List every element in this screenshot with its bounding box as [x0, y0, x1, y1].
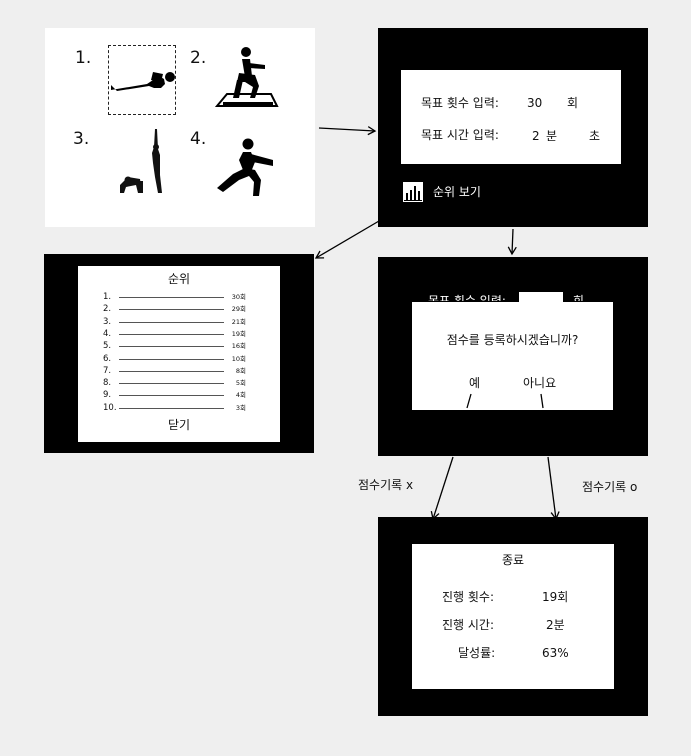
ranking-button-label: 순위 보기: [433, 185, 481, 199]
ranking-title: 순위: [167, 272, 191, 286]
bar-chart-icon: [403, 182, 423, 202]
record-label: 점수기록 o: [582, 480, 638, 494]
ranking-row: 7. 8회: [103, 365, 246, 377]
rank-score: 8회: [235, 366, 246, 375]
exercise-number-2: 2.: [190, 48, 207, 68]
rank-number: 6.: [103, 353, 112, 364]
ranking-screen: 순위 1. 30회 2. 29회 3. 21회 4. 19회: [44, 254, 314, 453]
ranking-row: 9. 4회: [103, 389, 246, 401]
result-time-label: 진행 시간:: [442, 618, 495, 632]
arrow-yes-connector: [466, 393, 472, 409]
rank-score: 4회: [235, 391, 246, 400]
goal-input-screen: 목표 횟수 입력: 30 회 목표 시간 입력: 2 분 초 순위 보기: [378, 28, 648, 227]
result-screen: 종료 진행 횟수: 19회 진행 시간: 2분 달성률: 63%: [378, 517, 648, 716]
result-title: 종료: [501, 553, 525, 567]
goal-input-card: 목표 횟수 입력: 30 회 목표 시간 입력: 2 분 초: [401, 70, 621, 164]
ranking-close-button[interactable]: 닫기: [167, 418, 191, 432]
rank-score: 29회: [231, 305, 246, 314]
ranking-row: 6. 10회: [103, 353, 246, 365]
result-time-value: 2분: [546, 618, 565, 632]
rank-line: [119, 333, 224, 335]
rank-line: [119, 370, 224, 372]
rank-line: [119, 358, 224, 360]
arrow-goal-to-ranking: [314, 220, 380, 259]
seconds-unit: 초: [589, 129, 601, 143]
target-reps-unit: 회: [567, 96, 579, 110]
exercise-number-3: 3.: [73, 129, 90, 149]
rank-number: 5.: [103, 341, 112, 352]
arrow-record-to-result: [547, 456, 560, 521]
ranking-row: 4. 19회: [103, 328, 246, 340]
confirm-no-button[interactable]: 아니요: [523, 376, 557, 390]
result-rate-label: 달성률:: [458, 646, 496, 660]
squat-icon[interactable]: [215, 46, 279, 108]
rank-line: [119, 309, 224, 311]
target-reps-label: 목표 횟수 입력:: [421, 96, 499, 110]
rank-line: [119, 321, 224, 323]
rank-number: 2.: [103, 304, 112, 315]
target-reps-value[interactable]: 30: [527, 96, 543, 110]
target-minutes-value[interactable]: 2: [532, 129, 540, 143]
exercise-option-1[interactable]: [108, 45, 176, 115]
ranking-row: 3. 21회: [103, 316, 246, 328]
confirm-dialog: 점수를 등록하시겠습니까? 예 아니요: [412, 302, 613, 410]
ranking-row: 5. 16회: [103, 340, 246, 352]
ranking-button[interactable]: 순위 보기: [403, 181, 523, 203]
plank-icon: [111, 72, 175, 91]
rank-number: 7.: [103, 365, 112, 376]
no-record-label: 점수기록 x: [358, 478, 414, 492]
rank-number: 1.: [103, 292, 112, 302]
rank-number: 8.: [103, 378, 112, 389]
rank-number: 3.: [103, 316, 112, 327]
ranking-row: 1. 30회: [103, 291, 246, 303]
rank-score: 5회: [235, 379, 246, 388]
burpee-icon[interactable]: [118, 127, 168, 199]
rank-number: 9.: [103, 390, 112, 401]
rank-line: [119, 297, 224, 298]
ranking-row: 10. 3회: [103, 402, 246, 414]
target-time-label: 목표 시간 입력:: [421, 128, 499, 142]
rank-number: 4.: [103, 328, 112, 339]
background-reps-unit: 회: [573, 294, 585, 308]
rank-line: [119, 383, 224, 385]
rank-score: 16회: [231, 342, 246, 351]
rank-line: [119, 346, 224, 348]
result-reps-value: 19회: [542, 590, 569, 604]
confirm-yes-button[interactable]: 예: [469, 376, 481, 390]
exercise-selection-panel: 1. 2. 3. 4.: [45, 28, 315, 227]
result-reps-label: 진행 횟수:: [442, 590, 495, 604]
ranking-list: 1. 30회 2. 29회 3. 21회 4. 19회 5.: [103, 291, 246, 416]
lunge-icon[interactable]: [215, 136, 277, 198]
rank-line: [119, 395, 224, 397]
exercise-number-1: 1.: [75, 48, 92, 68]
rank-score: 19회: [231, 329, 246, 338]
ranking-row: 2. 29회: [103, 303, 246, 315]
background-reps-label: 목표 횟수 입력:: [428, 294, 506, 308]
minutes-unit: 분: [546, 129, 558, 143]
rank-score: 10회: [231, 354, 246, 363]
rank-line: [119, 407, 224, 409]
rank-score: 30회: [231, 293, 246, 301]
ranking-card: 순위 1. 30회 2. 29회 3. 21회 4. 19회: [78, 266, 280, 442]
arrow-no-connector: [540, 393, 544, 409]
arrow-goal-to-confirm: [507, 228, 517, 256]
ranking-row: 8. 5회: [103, 377, 246, 389]
rank-number: 10.: [103, 402, 117, 413]
confirm-screen: 목표 횟수 입력: 회 점수를 등록하시겠습니까? 예 아니요: [378, 257, 648, 456]
result-card: 종료 진행 횟수: 19회 진행 시간: 2분 달성률: 63%: [412, 544, 614, 689]
arrow-no-record-to-result: [430, 456, 454, 521]
result-rate-value: 63%: [542, 646, 569, 660]
arrow-select-to-goal: [318, 126, 377, 136]
rank-score: 3회: [235, 403, 246, 412]
rank-score: 21회: [231, 317, 246, 326]
exercise-number-4: 4.: [190, 129, 207, 149]
confirm-question: 점수를 등록하시겠습니까?: [446, 333, 579, 347]
